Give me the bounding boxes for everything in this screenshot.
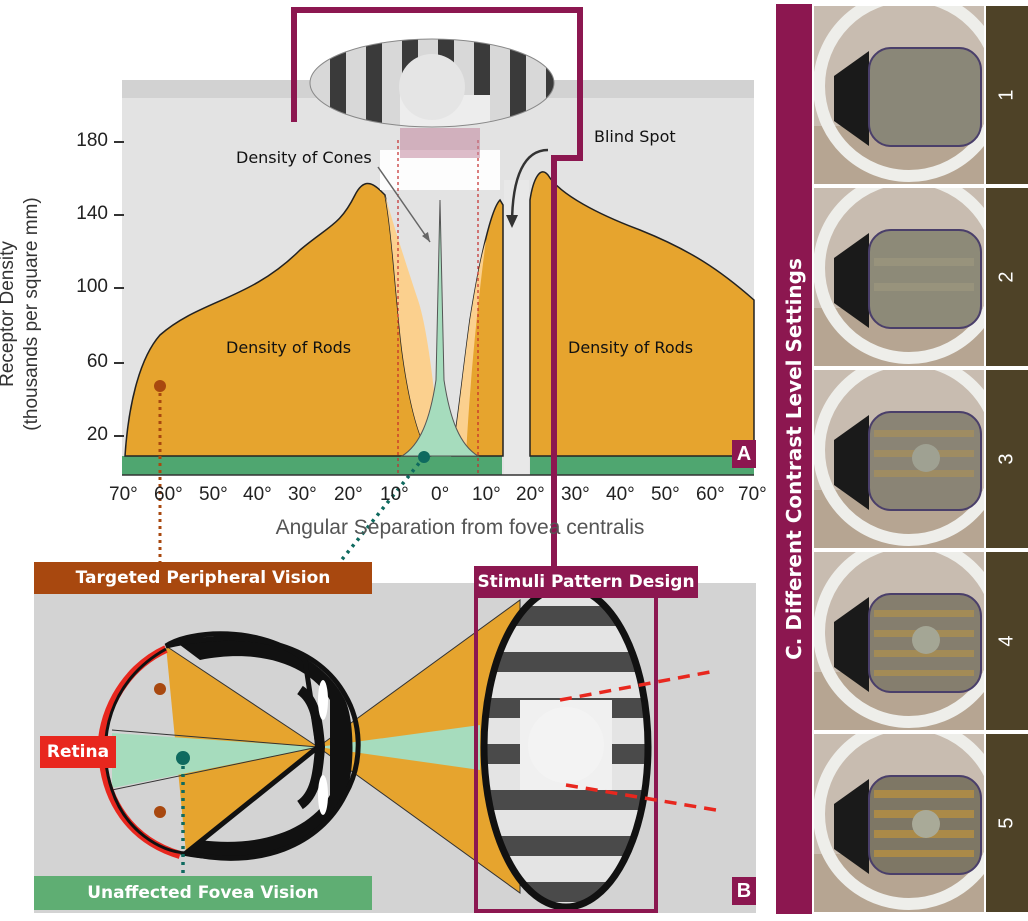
x-tick: 20°	[516, 484, 545, 505]
panel-c-title-bar: C. Different Contrast Level Settings	[776, 4, 812, 914]
y-axis-label-line1: Receptor Density	[0, 241, 18, 387]
contrast-level-label: 3	[995, 453, 1018, 465]
y-axis-label: Receptor Density (thousands per square m…	[0, 154, 44, 474]
x-tick: 70°	[738, 484, 767, 505]
contrast-photo-3	[814, 370, 984, 548]
y-axis-label-line2: (thousands per square mm)	[21, 197, 42, 431]
panel-c-title: C. Different Contrast Level Settings	[782, 258, 806, 660]
contrast-level-label: 5	[995, 817, 1018, 829]
fovea-marker-a	[418, 451, 430, 463]
x-tick: 40°	[606, 484, 635, 505]
blind-spot-arrow	[510, 148, 549, 226]
contrast-photo-1	[814, 6, 984, 184]
top-stimulus-image	[309, 38, 555, 128]
fovea-vision-banner: Unaffected Fovea Vision	[34, 876, 372, 910]
x-tick: 30°	[288, 484, 317, 505]
contrast-level-label: 4	[995, 635, 1018, 647]
x-tick: 30°	[561, 484, 590, 505]
y-tick: 20	[86, 424, 108, 445]
x-tick: 60°	[696, 484, 725, 505]
contrast-level-1: 1	[986, 6, 1028, 184]
cones-label: Density of Cones	[236, 148, 372, 167]
x-tick: 70°	[109, 484, 138, 505]
panel-b-tag: B	[732, 877, 756, 905]
rods-right-label: Density of Rods	[568, 338, 694, 357]
contrast-level-label: 2	[995, 271, 1018, 283]
cones-arrow	[377, 166, 431, 243]
x-tick: 10°	[380, 484, 409, 505]
x-tick: 0°	[431, 484, 450, 505]
contrast-level-2: 2	[986, 188, 1028, 366]
y-tick: 140	[76, 203, 108, 224]
x-tick: 40°	[243, 484, 272, 505]
rods-right-area	[529, 171, 755, 457]
contrast-photo-5	[814, 734, 984, 912]
rods-left-label: Density of Rods	[226, 338, 352, 357]
peripheral-marker-bottom	[154, 806, 166, 818]
retina-label: Retina	[40, 736, 116, 768]
peripheral-marker-a	[154, 380, 166, 392]
x-tick: 60°	[154, 484, 183, 505]
x-tick: 10°	[472, 484, 501, 505]
contrast-photo-2	[814, 188, 984, 366]
cones-area	[400, 199, 480, 457]
contrast-level-label: 1	[995, 89, 1018, 101]
peripheral-marker-top	[154, 683, 166, 695]
contrast-level-5: 5	[986, 734, 1028, 912]
blind-spot-label: Blind Spot	[594, 127, 676, 146]
x-axis-label: Angular Separation from fovea centralis	[275, 516, 645, 539]
x-tick: 20°	[334, 484, 363, 505]
blind-spot-gap	[504, 180, 529, 475]
y-tick: 60	[86, 351, 108, 372]
contrast-level-3: 3	[986, 370, 1028, 548]
y-tick: 180	[76, 130, 108, 151]
panel-a-tag: A	[732, 440, 756, 468]
top-stimulus-frame	[291, 7, 583, 161]
contrast-photo-4	[814, 552, 984, 730]
cone-base-band	[122, 456, 502, 475]
stimuli-design-banner: Stimuli Pattern Design	[474, 566, 698, 598]
x-tick: 50°	[651, 484, 680, 505]
contrast-level-4: 4	[986, 552, 1028, 730]
x-tick: 50°	[199, 484, 228, 505]
peripheral-vision-banner: Targeted Peripheral Vision	[34, 562, 372, 594]
y-tick: 100	[76, 276, 108, 297]
